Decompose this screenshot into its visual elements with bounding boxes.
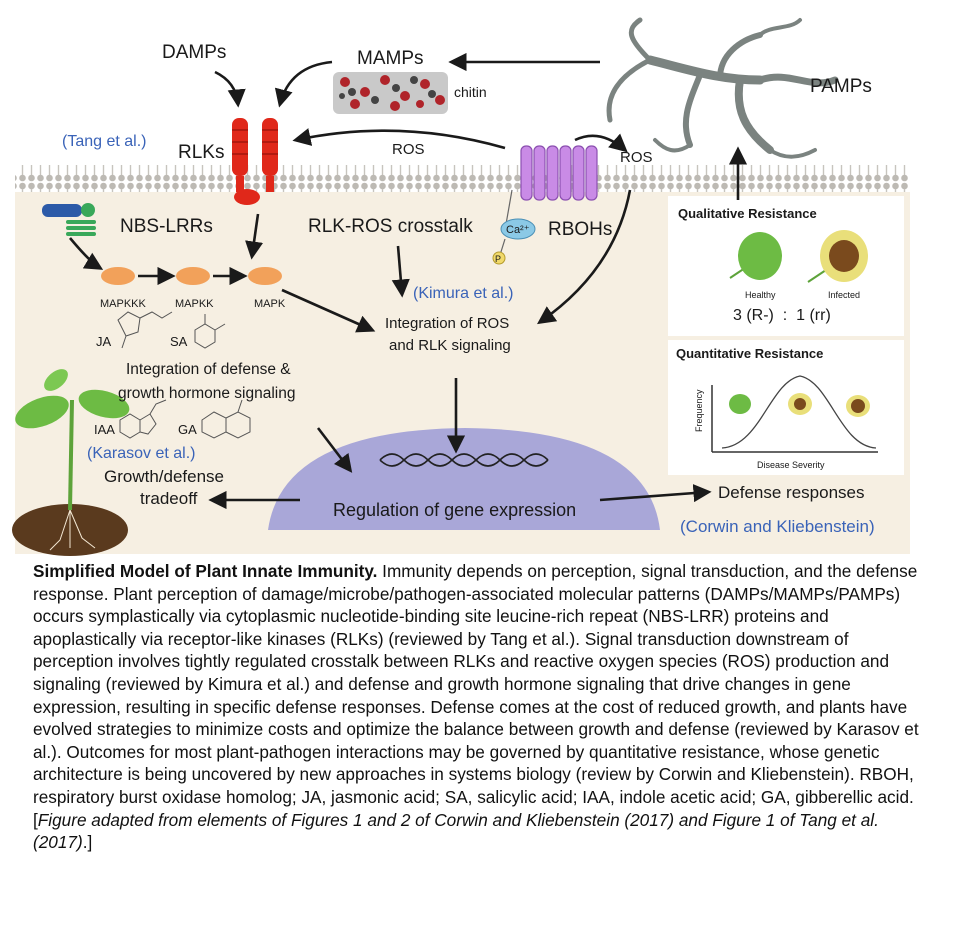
infected-leaf-icon (807, 230, 868, 283)
chitin-label: chitin (454, 84, 487, 100)
hyphae-icon (606, 17, 839, 159)
mapk-node (248, 267, 282, 285)
arrow-damps-rlks (214, 70, 246, 108)
mamps-label: MAMPs (357, 48, 424, 69)
integration-hormone-line2: growth hormone signaling (118, 385, 296, 402)
seedling-icon (12, 369, 130, 556)
mapk-label: MAPK (254, 298, 286, 310)
integration-ros-line2: and RLK signaling (389, 337, 511, 354)
arrow-hormone-gene (316, 427, 353, 473)
rlk-ros-crosstalk-label: RLK-ROS crosstalk (308, 216, 473, 237)
iaa-label: IAA (94, 422, 115, 437)
calcium-ion (500, 218, 536, 240)
kimura-citation: (Kimura et al.) (413, 285, 513, 302)
mapkkk-label: MAPKKK (100, 298, 147, 310)
nbs-lrrs-label: NBS-LRRs (120, 216, 213, 237)
damps-label: DAMPs (162, 42, 226, 63)
integration-hormone-line1: Integration of defense & (126, 361, 291, 378)
ga-label: GA (178, 422, 197, 437)
ros-label-right: ROS (620, 149, 653, 166)
rbohs-label: RBOHs (548, 219, 612, 240)
jasmonic-acid-structure-icon (117, 311, 173, 349)
phosphate-label: P (495, 254, 501, 264)
iaa-structure-icon (119, 399, 167, 439)
tradeoff-line2: tradeoff (140, 489, 198, 508)
calcium-label: Ca²⁺ (506, 224, 530, 236)
quantitative-plot (711, 375, 878, 453)
plasma-membrane (15, 165, 910, 192)
plant-immunity-diagram: DAMPs MAMPs PAMPs chitin (Tang et al.) R… (12, 17, 910, 556)
healthy-label: Healthy (745, 290, 776, 300)
defense-responses-label: Defense responses (718, 483, 864, 502)
tang-citation: (Tang et al.) (62, 133, 146, 150)
rlk-receptor-icon (232, 118, 278, 205)
sa-label: SA (170, 334, 188, 349)
ga-structure-icon (201, 399, 251, 439)
rboh-channel-icon (520, 145, 598, 201)
caption-end: .] (82, 832, 93, 853)
nbs-lrr-icon (42, 203, 96, 236)
chitin-icon (333, 72, 448, 114)
dna-icon (379, 453, 549, 467)
figure-caption: Simplified Model of Plant Innate Immunit… (33, 560, 933, 854)
arrow-rbohs-ros (574, 133, 628, 153)
arrow-ros-integration (537, 189, 632, 325)
mapkk-label: MAPKK (175, 298, 214, 310)
segregation-ratio: 3 (R-) : 1 (rr) (733, 307, 831, 324)
arrow-crosstalk-integration (391, 245, 410, 298)
rlks-label: RLKs (178, 142, 224, 163)
arrow-gene-defense (599, 484, 712, 503)
frequency-axis-label: Frequency (694, 389, 704, 432)
leaf-icon (729, 232, 782, 280)
mapkk-node (176, 267, 210, 285)
quantitative-title: Quantitative Resistance (676, 346, 823, 361)
mapkkk-node (101, 267, 135, 285)
caption-attribution: Figure adapted from elements of Figures … (33, 809, 879, 853)
arrow-mapk-integration (281, 288, 376, 333)
ros-label-left: ROS (392, 141, 425, 158)
integration-ros-line1: Integration of ROS (385, 315, 509, 332)
disease-severity-axis-label: Disease Severity (757, 460, 825, 470)
infected-label: Infected (828, 290, 860, 300)
arrow-mamps-rlks (274, 60, 333, 108)
arrow-ros-rlks (292, 128, 506, 150)
nucleus (268, 428, 660, 530)
caption-body: Immunity depends on perception, signal t… (33, 561, 919, 830)
salicylic-acid-structure-icon (194, 314, 226, 349)
gene-expression-label: Regulation of gene expression (333, 500, 576, 520)
qualitative-title: Qualitative Resistance (678, 206, 817, 221)
karasov-citation: (Karasov et al.) (87, 445, 195, 462)
pamps-label: PAMPs (810, 76, 872, 97)
phosphate (492, 251, 506, 265)
tradeoff-line1: Growth/defense (104, 467, 224, 486)
ja-label: JA (96, 334, 112, 349)
caption-title: Simplified Model of Plant Innate Immunit… (33, 561, 378, 581)
arrow-rlks-mapk (245, 213, 264, 260)
corwin-citation: (Corwin and Kliebenstein) (680, 517, 875, 536)
arrow-nbslrr-mapkkk (69, 237, 104, 270)
